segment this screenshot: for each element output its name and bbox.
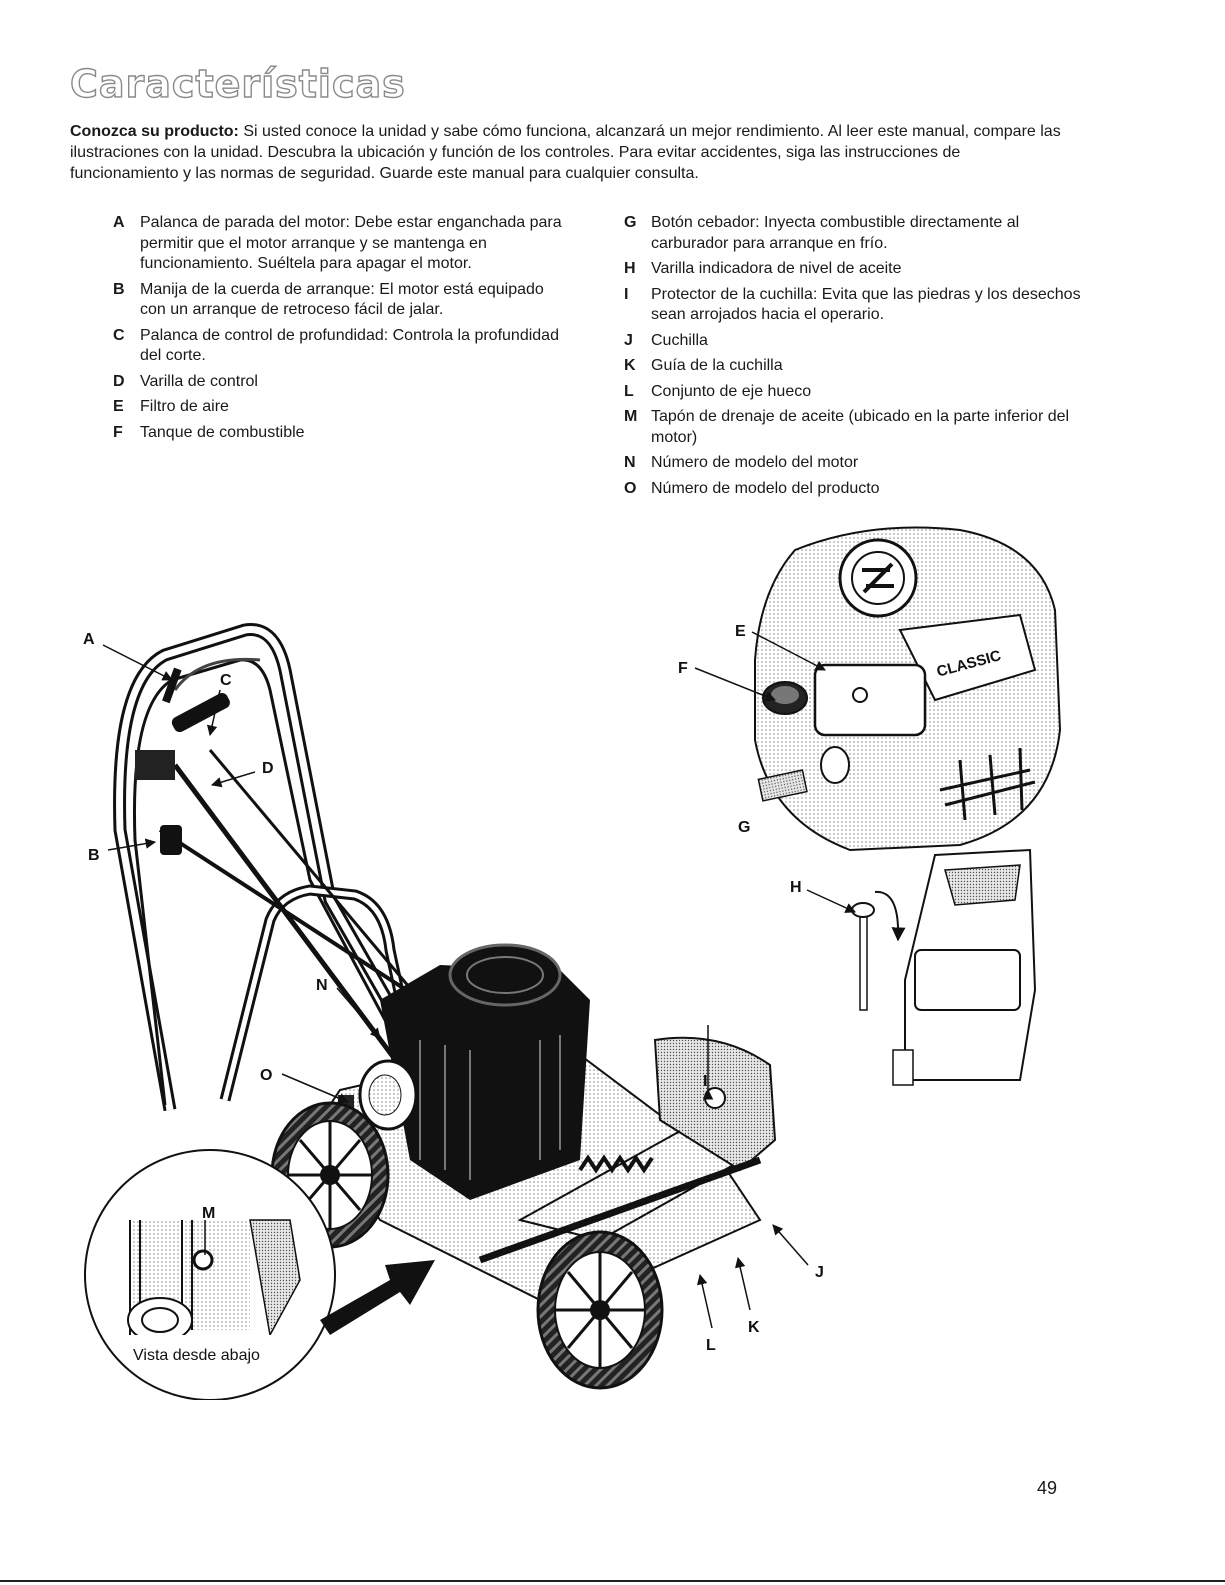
feature-text: Manija de la cuerda de arranque: El moto… — [140, 280, 544, 319]
feature-item: G Botón cebador: Inyecta combustible dire… — [624, 213, 1084, 254]
feature-text: Número de modelo del producto — [651, 479, 880, 497]
feature-item: K Guía de la cuchilla — [624, 356, 1084, 377]
page-number: 49 — [1037, 1478, 1058, 1498]
feature-letter: D — [113, 372, 125, 390]
feature-item: L Conjunto de eje hueco — [624, 382, 1084, 403]
callout-i: I — [703, 1073, 707, 1090]
feature-text: Cuchilla — [651, 331, 708, 349]
callout-j: J — [815, 1264, 824, 1281]
page-title: Características — [69, 61, 406, 106]
callout-labels: A B C D E F G H I J K L M N O — [83, 623, 824, 1354]
feature-item: B Manija de la cuerda de arranque: El mot… — [113, 280, 573, 321]
feature-letter: G — [624, 214, 637, 231]
feature-letter: H — [624, 260, 636, 277]
callout-d: D — [262, 760, 274, 777]
feature-item: A Palanca de parada del motor: Debe estar… — [113, 213, 573, 275]
intro-body: Si usted conoce la unidad y sabe cómo fu… — [70, 123, 1061, 182]
underside-inset: Vista desde abajo — [84, 1149, 435, 1400]
dipstick-detail — [851, 848, 1037, 1086]
callout-l: L — [706, 1337, 716, 1354]
callout-a: A — [83, 631, 95, 648]
features-list-right: G Botón cebador: Inyecta combustible dire… — [624, 213, 1084, 504]
callout-k: K — [748, 1319, 760, 1336]
callout-leaders — [102, 631, 856, 1329]
feature-letter: E — [113, 398, 124, 415]
feature-letter: I — [624, 285, 629, 303]
callout-g: G — [738, 819, 750, 836]
feature-letter: F — [113, 423, 123, 441]
callout-c: C — [220, 672, 232, 689]
feature-text: Varilla de control — [140, 372, 258, 390]
feature-text: Tapón de drenaje de aceite (ubicado en l… — [651, 408, 1070, 446]
feature-text: Protector de la cuchilla: Evita que las … — [651, 285, 1081, 324]
feature-text: Botón cebador: Inyecta combustible direc… — [651, 214, 1020, 252]
features-list-left: A Palanca de parada del motor: Debe estar… — [113, 213, 573, 448]
feature-item: D Varilla de control — [113, 372, 573, 393]
callout-e: E — [735, 623, 746, 640]
feature-item: H Varilla indicadora de nivel de aceite — [624, 259, 1084, 280]
callout-o: O — [260, 1067, 272, 1084]
callout-m: M — [202, 1205, 215, 1222]
callout-f: F — [678, 660, 688, 677]
feature-letter: M — [624, 408, 638, 425]
feature-item: M Tapón de drenaje de aceite (ubicado en … — [624, 407, 1084, 448]
callout-h: H — [790, 879, 802, 896]
engine-detail: CLASSIC — [754, 526, 1062, 852]
feature-item: O Número de modelo del producto — [624, 479, 1084, 500]
feature-letter: A — [113, 214, 125, 231]
intro-lead: Conozca su producto: — [70, 123, 239, 140]
feature-text: Guía de la cuchilla — [651, 357, 783, 374]
callout-b: B — [88, 847, 100, 864]
feature-text: Palanca de parada del motor: Debe estar … — [140, 214, 562, 272]
intro-paragraph: Conozca su producto: Si usted conoce la … — [70, 121, 1070, 184]
feature-item: I Protector de la cuchilla: Evita que las… — [624, 285, 1084, 326]
feature-item: F Tanque de combustible — [113, 423, 573, 444]
feature-letter: N — [624, 454, 636, 471]
feature-item: C Palanca de control de profundidad: Cont… — [113, 326, 573, 367]
edger-illustration: Vista desde abajo CLASSIC — [83, 526, 1062, 1400]
feature-letter: B — [113, 280, 125, 298]
feature-text: Varilla indicadora de nivel de aceite — [651, 260, 902, 277]
feature-text: Conjunto de eje hueco — [651, 382, 812, 400]
underside-caption: Vista desde abajo — [133, 1347, 260, 1364]
feature-letter: K — [624, 357, 636, 374]
feature-item: N Número de modelo del motor — [624, 453, 1084, 474]
callout-n: N — [316, 977, 328, 994]
feature-text: Palanca de control de profundidad: Contr… — [140, 326, 559, 365]
bottom-rule — [0, 1580, 1225, 1582]
feature-text: Tanque de combustible — [140, 423, 305, 441]
feature-letter: O — [624, 479, 637, 497]
feature-letter: J — [624, 331, 633, 349]
feature-text: Número de modelo del motor — [651, 454, 859, 471]
feature-item: E Filtro de aire — [113, 397, 573, 418]
feature-item: J Cuchilla — [624, 331, 1084, 352]
feature-letter: L — [624, 382, 634, 400]
edger-machine — [113, 623, 777, 1390]
feature-letter: C — [113, 326, 125, 344]
feature-text: Filtro de aire — [140, 398, 229, 415]
